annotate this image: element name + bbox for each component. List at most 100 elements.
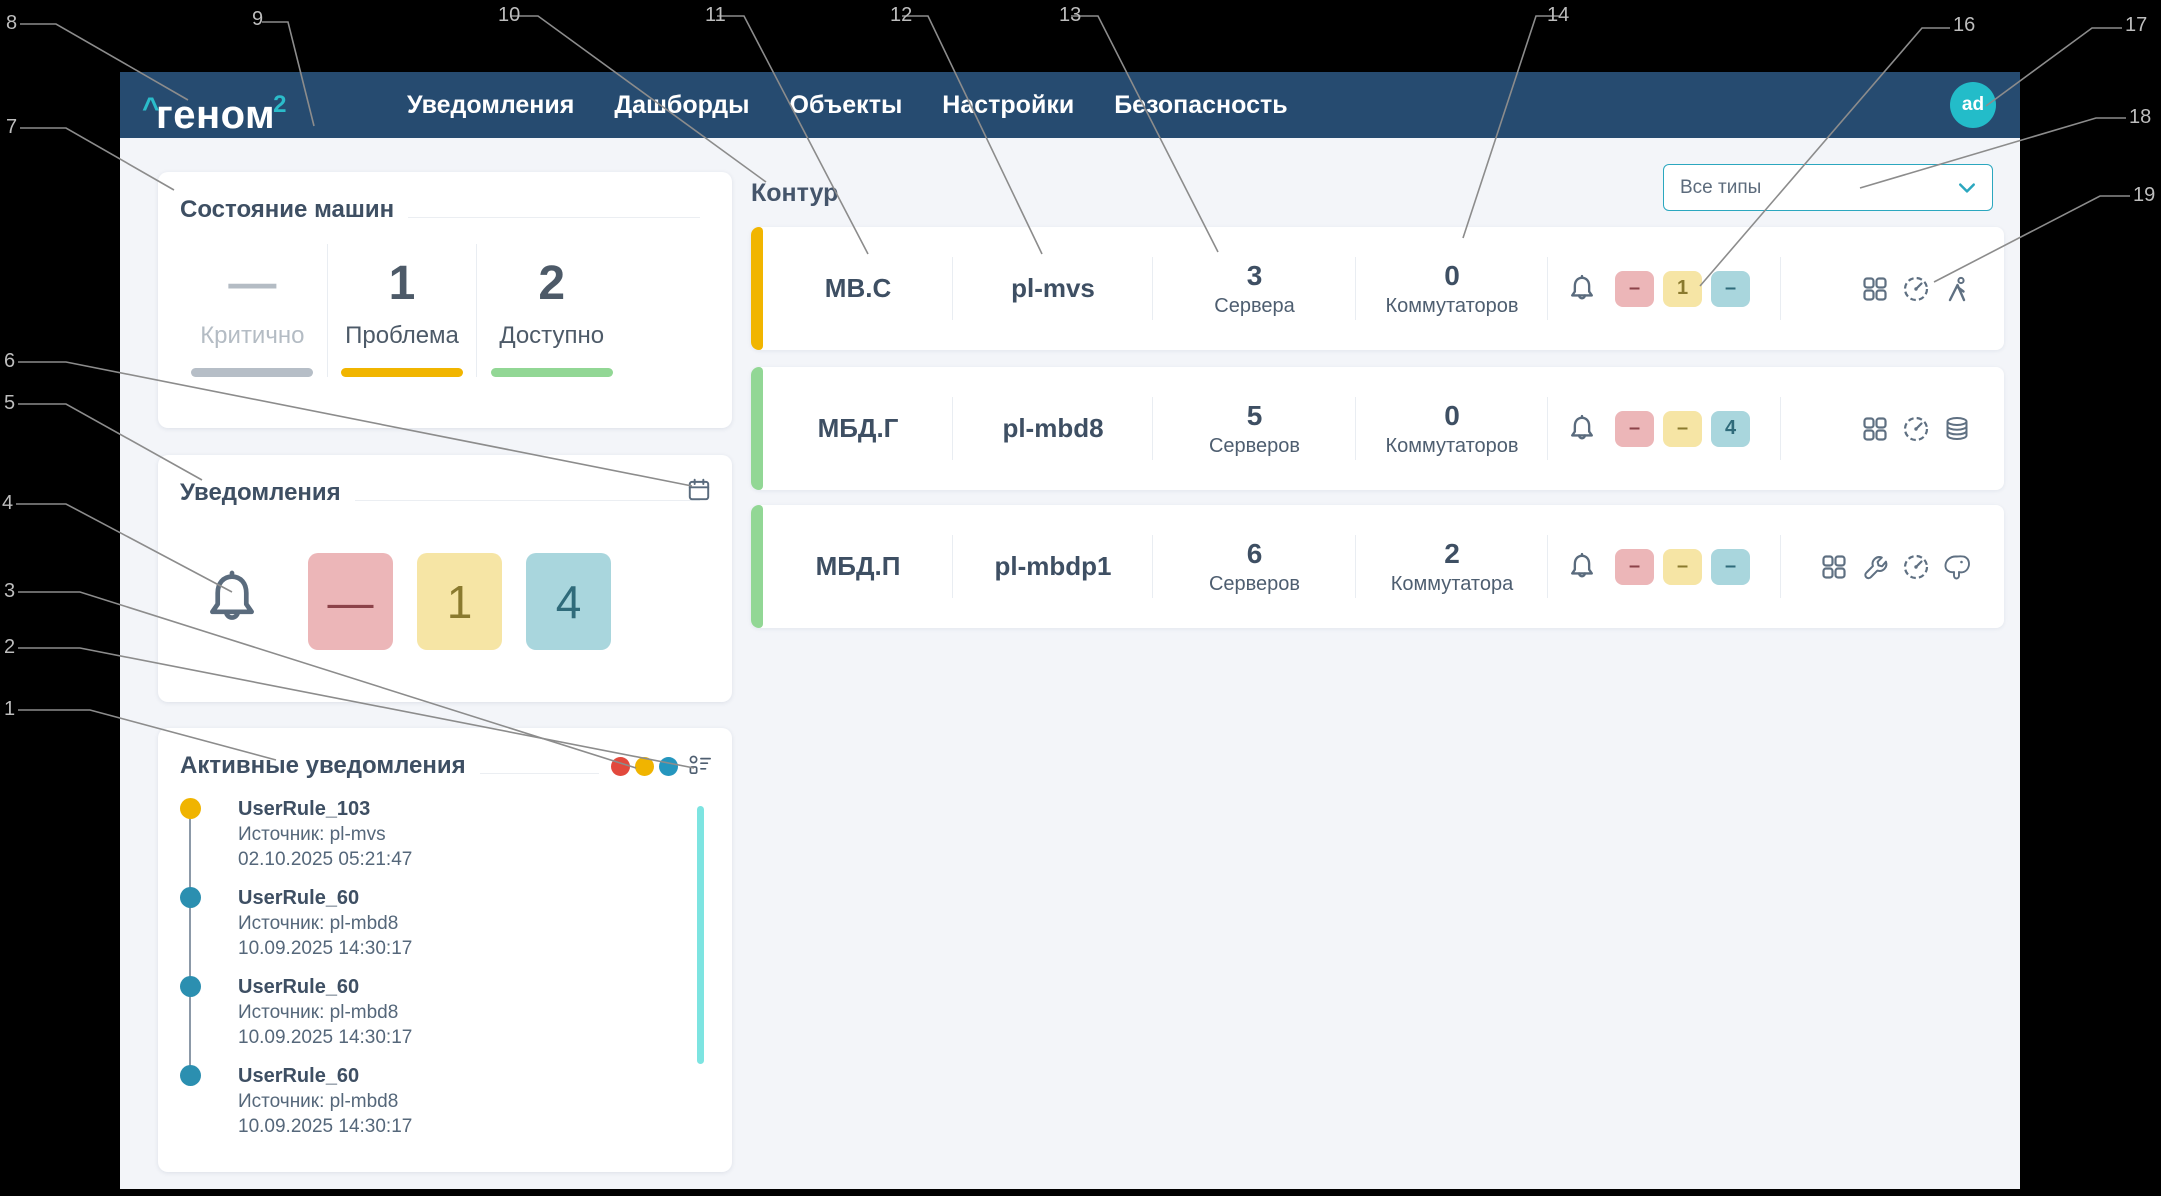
severity-dot [180,976,201,997]
callout-number: 2 [4,636,16,658]
callout-number: 19 [2133,184,2156,206]
list-item[interactable]: UserRule_60 Источник: pl-mbd8 10.09.2025… [180,885,692,961]
wrench-icon[interactable] [1860,552,1890,582]
callout-number: 13 [1059,4,1082,26]
list-item[interactable]: UserRule_103 Источник: pl-mvs 02.10.2025… [180,796,692,872]
nav-item-dashboards[interactable]: Дашборды [614,90,750,119]
type-filter-dropdown[interactable]: Все типы [1663,164,1993,211]
stat-critical-label: Критично [200,322,305,349]
callout-number: 1 [4,698,16,720]
contour-row-mbdp1[interactable]: МБД.П pl-mbdp1 6 Серверов 2 Коммутатора … [751,505,2004,628]
stat-available[interactable]: 2 Доступно [476,244,626,377]
notification-title: UserRule_103 [238,798,371,820]
notifications-title: Уведомления [180,479,341,506]
callout-number: 18 [2129,106,2152,128]
nav-item-settings[interactable]: Настройки [942,90,1075,119]
gauge-icon[interactable] [1901,414,1931,444]
list-item[interactable]: UserRule_60 Источник: pl-mbd8 10.09.2025… [180,974,692,1050]
machine-status-header: Состояние машин [180,196,712,224]
critical-badge[interactable]: – [1615,410,1654,447]
stat-problem-bar [341,368,463,377]
main-menu: Уведомления Дашборды Объекты Настройки Б… [407,72,1288,138]
calendar-icon[interactable] [686,477,712,503]
avatar[interactable]: ad [1950,82,1996,128]
warning-count-badge[interactable]: 1 [417,553,502,650]
info-badge[interactable]: 4 [1711,410,1750,447]
agent-icon[interactable] [1942,274,1972,304]
red-dot-filter[interactable] [611,756,630,776]
switches-count: 2 [1444,537,1460,569]
callout-number: 14 [1547,4,1570,26]
status-bar [751,505,763,628]
contour-row-mvs[interactable]: МВ.С pl-mvs 3 Сервера 0 Коммутаторов – 1… [751,227,2004,350]
callout-number: 8 [6,12,18,34]
notification-title: UserRule_60 [238,1065,360,1087]
dashboard-icon[interactable] [1860,414,1890,444]
header-divider [408,216,700,218]
gauge-icon[interactable] [1901,552,1931,582]
nav-item-notifications[interactable]: Уведомления [407,90,575,119]
info-badge[interactable]: – [1711,270,1750,307]
switches-count: 0 [1444,259,1460,291]
gauge-icon[interactable] [1901,274,1931,304]
info-badge[interactable]: – [1711,548,1750,585]
active-notifications-panel: Активные уведомления UserRule_103 Источн… [158,728,732,1172]
warning-badge[interactable]: – [1663,548,1702,585]
contour-name: pl-mvs [1011,273,1095,303]
logo[interactable]: ^геном2 [142,72,287,138]
active-notifications-header: Активные уведомления [180,752,712,780]
stat-critical[interactable]: — Критично [178,244,327,377]
warning-badge[interactable]: 1 [1663,270,1702,307]
nav-item-security[interactable]: Безопасность [1114,90,1288,119]
type-filter-value: Все типы [1680,176,1762,198]
stat-problem[interactable]: 1 Проблема [326,244,477,377]
contour-row-mbd8[interactable]: МБД.Г pl-mbd8 5 Серверов 0 Коммутаторов … [751,367,2004,490]
list-settings-icon[interactable] [688,754,712,778]
critical-badge[interactable]: – [1615,548,1654,585]
list-item[interactable]: UserRule_60 Источник: pl-mbd8 10.09.2025… [180,1063,692,1139]
alert-badges: – 1 – [1615,270,1750,307]
logo-text: геном [156,93,276,137]
chevron-down-icon [1958,182,1976,194]
bell-icon[interactable] [1566,551,1598,583]
notification-time: 10.09.2025 14:30:17 [238,938,413,959]
database-icon[interactable] [1942,414,1972,444]
postgres-icon[interactable] [1942,552,1972,582]
navbar: ^геном2 Уведомления Дашборды Объекты Нас… [120,72,2020,138]
callout-number: 10 [498,4,521,26]
servers-label: Серверов [1208,434,1301,457]
nav-item-objects[interactable]: Объекты [789,90,903,119]
bell-icon[interactable] [1566,273,1598,305]
critical-count-badge[interactable]: — [308,553,393,650]
critical-badge[interactable]: – [1615,270,1654,307]
dashboard-icon[interactable] [1819,552,1849,582]
dashboard-icon[interactable] [1860,274,1890,304]
info-count-badge[interactable]: 4 [526,553,611,650]
header-divider [354,499,700,501]
bell-icon[interactable] [1566,413,1598,445]
servers-count: 6 [1246,537,1263,569]
scrollbar[interactable] [697,806,704,1064]
stat-available-label: Доступно [499,322,605,349]
notification-title: UserRule_60 [238,976,360,998]
callout-number: 7 [6,116,18,138]
contour-code: МБД.П [815,551,901,581]
warning-badge[interactable]: – [1663,410,1702,447]
switches-label: Коммутаторов [1385,434,1519,457]
stat-critical-bar [191,368,314,377]
notifications-panel: Уведомления — 1 4 [158,455,732,702]
notification-list: UserRule_103 Источник: pl-mvs 02.10.2025… [180,796,692,1152]
switches-label: Коммутаторов [1385,294,1519,317]
stat-critical-value: — [228,257,277,310]
callout-number: 3 [4,580,16,602]
servers-count: 5 [1246,399,1263,431]
notification-source: Источник: pl-mbd8 [238,1091,399,1112]
severity-filter-dots [611,756,678,776]
alert-badges: – – – [1615,548,1750,585]
notification-time: 02.10.2025 05:21:47 [238,849,413,870]
machine-status-title: Состояние машин [180,196,395,223]
notifications-header: Уведомления [180,479,712,507]
yellow-dot-filter[interactable] [635,756,654,776]
blue-dot-filter[interactable] [659,756,678,776]
